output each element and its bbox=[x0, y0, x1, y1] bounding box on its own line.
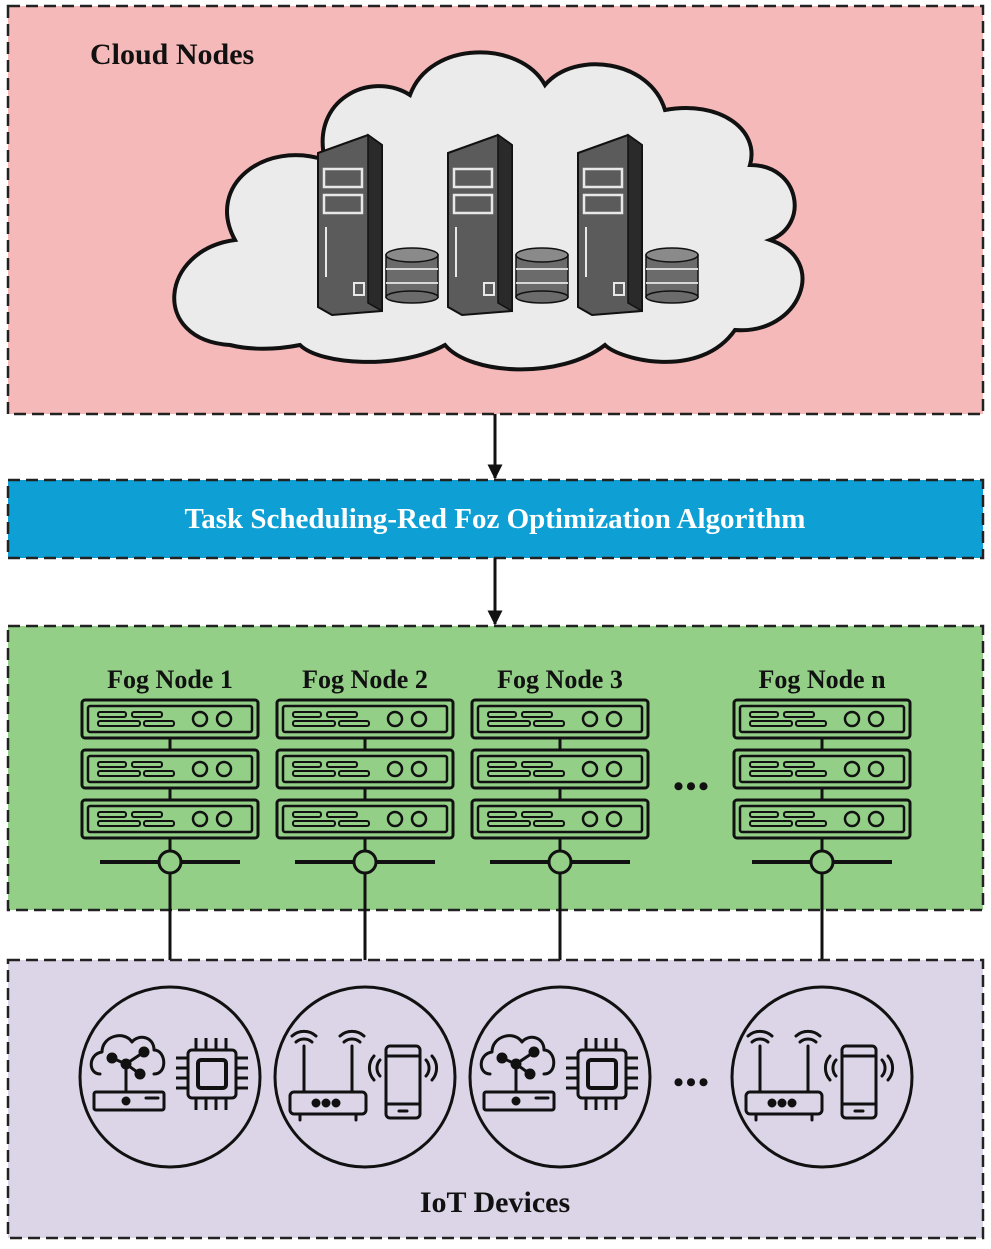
iot-devices-section: ••• IoT Devices bbox=[6, 958, 985, 1240]
algorithm-label: Task Scheduling-Red Foz Optimization Alg… bbox=[185, 503, 806, 535]
database-icon bbox=[645, 247, 699, 304]
server-tower-icon bbox=[576, 133, 644, 317]
fog-node-label: Fog Node 2 bbox=[302, 665, 428, 694]
iot-device-group-4 bbox=[730, 985, 914, 1169]
server-tower-icon bbox=[316, 133, 384, 317]
cloud-nodes-title: Cloud Nodes bbox=[90, 38, 254, 71]
fog-node-label: Fog Node n bbox=[758, 665, 886, 694]
cloud-nodes-section: Cloud Nodes bbox=[6, 4, 985, 416]
fog-ellipsis: ••• bbox=[673, 770, 711, 803]
fog-node-2: Fog Node 2 bbox=[277, 665, 453, 873]
fog-nodes-section: Fog Node 1 Fog Node 2 Fog Node 3 ••• Fog… bbox=[6, 624, 985, 912]
fog-node-label: Fog Node 1 bbox=[107, 665, 233, 694]
fog-node-label: Fog Node 3 bbox=[497, 665, 623, 694]
fog-node-n: Fog Node n bbox=[734, 665, 910, 873]
iot-device-group-1 bbox=[78, 985, 262, 1169]
iot-ellipsis: ••• bbox=[673, 1066, 711, 1099]
database-icon bbox=[515, 247, 569, 304]
server-tower-icon bbox=[446, 133, 514, 317]
database-icon bbox=[385, 247, 439, 304]
fog-node-3: Fog Node 3 bbox=[472, 665, 648, 873]
iot-device-group-2 bbox=[273, 985, 457, 1169]
iot-devices-title: IoT Devices bbox=[420, 1186, 570, 1219]
algorithm-section: Task Scheduling-Red Foz Optimization Alg… bbox=[6, 478, 985, 560]
fog-node-1: Fog Node 1 bbox=[82, 665, 258, 873]
iot-device-group-3 bbox=[468, 985, 652, 1169]
